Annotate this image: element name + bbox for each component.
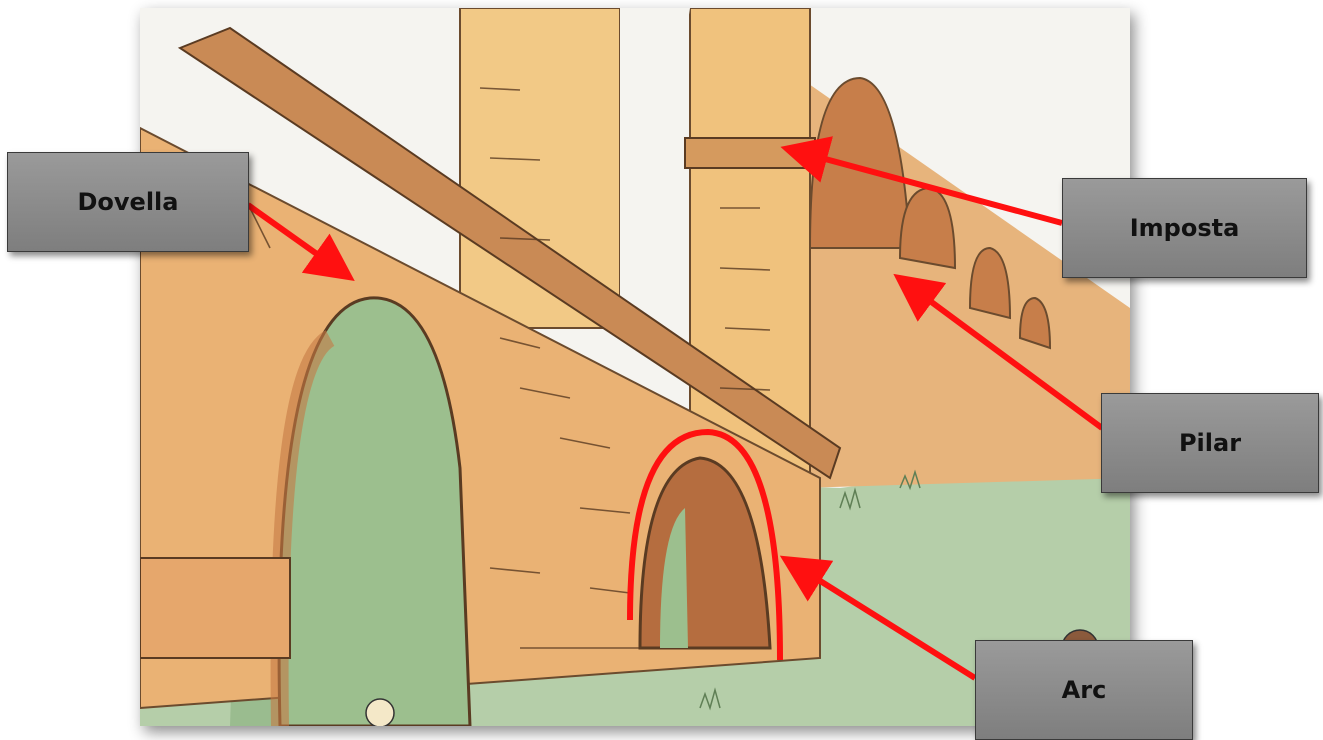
aqueduct-illustration bbox=[140, 8, 1130, 726]
pilar-label: Pilar bbox=[1101, 393, 1319, 493]
arc-label: Arc bbox=[975, 640, 1193, 740]
dovella-label: Dovella bbox=[7, 152, 249, 252]
imposta-label: Imposta bbox=[1062, 178, 1307, 278]
aqueduct-drawing bbox=[140, 8, 1130, 726]
